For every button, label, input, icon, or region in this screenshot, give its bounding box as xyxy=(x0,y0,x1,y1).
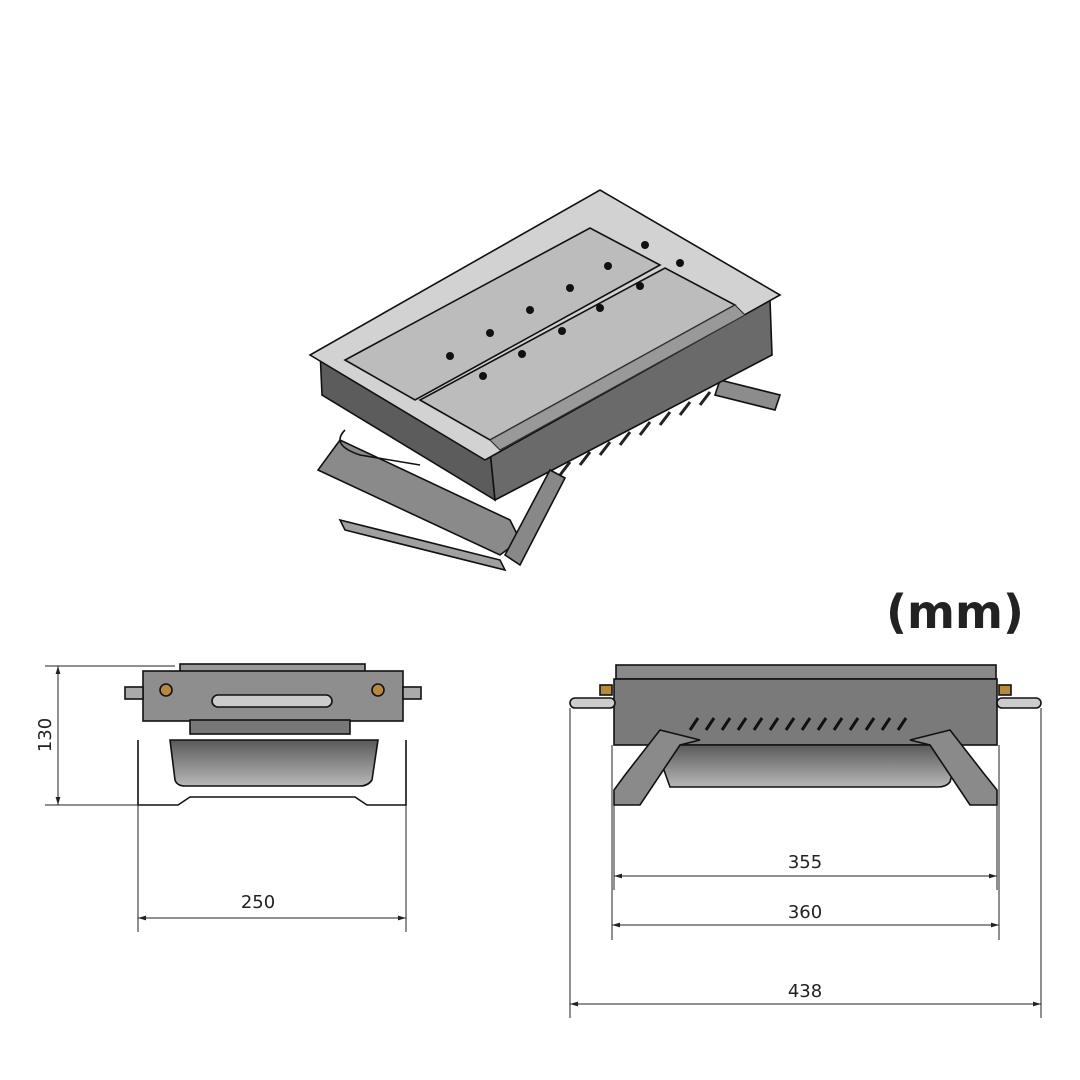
brass-knob-icon xyxy=(159,683,173,697)
rear-foot xyxy=(713,379,782,411)
body-width-dimension-label: 360 xyxy=(788,902,822,923)
front-view xyxy=(124,663,422,806)
front-handle xyxy=(211,694,333,708)
stand-frame xyxy=(137,740,407,806)
front-leg xyxy=(503,468,567,567)
units-label: (mm) xyxy=(886,585,1024,639)
isometric-view xyxy=(308,189,782,572)
left-handle xyxy=(569,697,616,709)
side-view xyxy=(569,664,1042,806)
base-foot xyxy=(338,518,507,572)
base-stand xyxy=(316,438,522,556)
height-dimension-label: 130 xyxy=(35,718,56,752)
griddle-plate-left xyxy=(343,227,662,401)
brass-knob-icon xyxy=(371,683,385,697)
grill-bars xyxy=(489,304,746,451)
side-vent-slots xyxy=(688,717,908,731)
plate-holes xyxy=(446,241,684,380)
drip-tray xyxy=(169,739,379,787)
right-leg xyxy=(909,729,998,806)
left-leg xyxy=(613,729,701,806)
dimensions: 130 250 355 360 438 (mm) xyxy=(35,585,1042,1018)
front-width-dimension-label: 250 xyxy=(241,892,275,913)
overall-width-dimension-label: 438 xyxy=(788,981,822,1002)
inner-width-dimension-label: 355 xyxy=(788,852,822,873)
vent-slots xyxy=(558,391,712,476)
right-handle xyxy=(996,697,1042,709)
handle xyxy=(339,429,421,466)
